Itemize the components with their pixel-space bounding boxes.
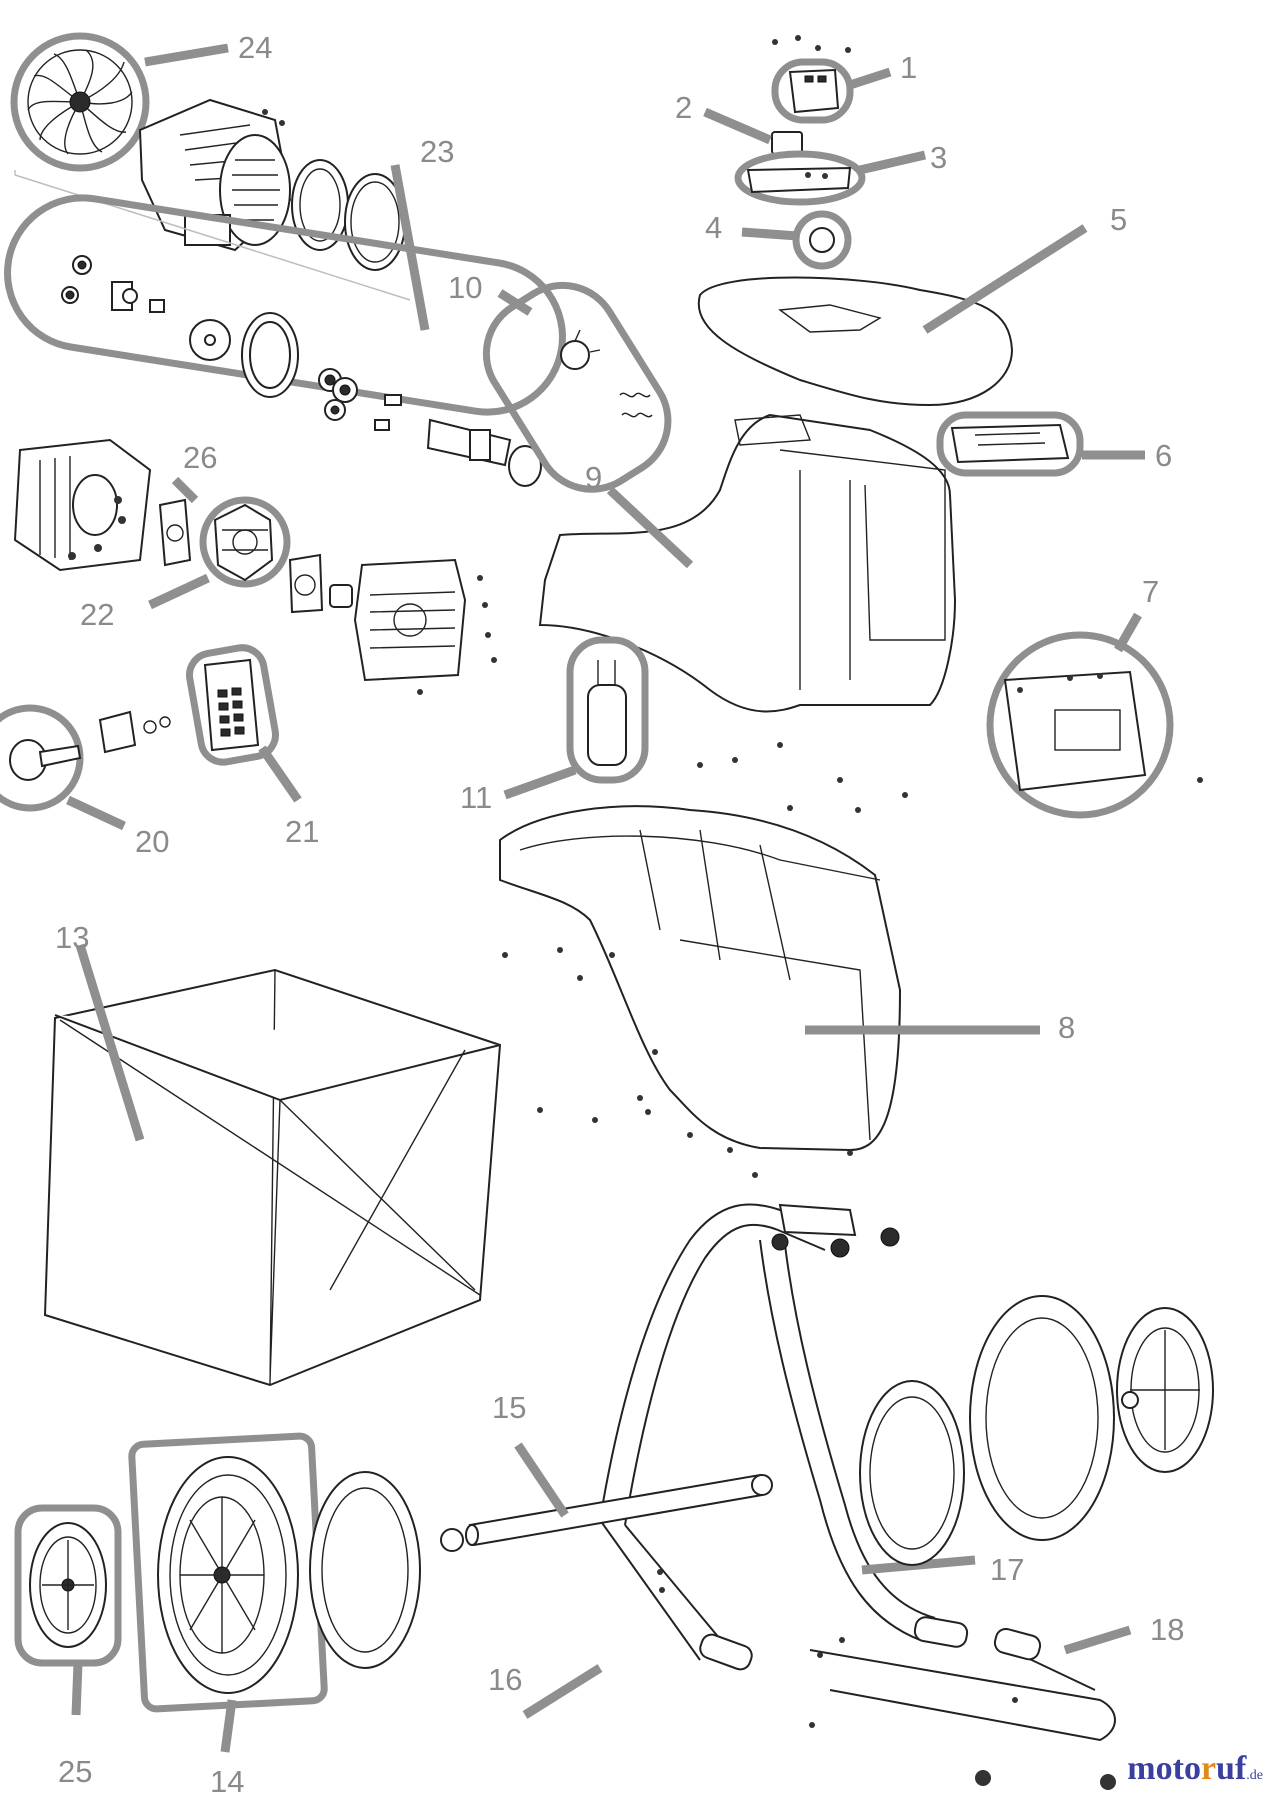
part-7-rear-panel — [986, 612, 1203, 819]
callout-labels: 1 2 3 4 5 6 7 8 9 10 11 13 14 15 16 17 1… — [55, 30, 1184, 1799]
part-26-gasket — [158, 476, 199, 567]
callout-13: 13 — [55, 920, 89, 955]
callout-21: 21 — [285, 814, 319, 849]
part-14-wheel — [128, 1432, 421, 1753]
small-fasteners — [657, 1569, 1116, 1790]
callout-7: 7 — [1142, 574, 1159, 609]
callout-25: 25 — [58, 1754, 92, 1789]
motor-assembly — [14, 98, 411, 301]
right-wheel-assembly — [771, 1227, 1214, 1566]
part-9-upper-housing — [538, 413, 957, 713]
callout-1: 1 — [900, 50, 917, 85]
callout-5: 5 — [1110, 202, 1127, 237]
callout-6: 6 — [1155, 438, 1172, 473]
callout-3: 3 — [930, 140, 947, 175]
part-8-lower-housing — [499, 742, 1040, 1178]
gearbox-housing-right — [288, 553, 497, 695]
callout-2: 2 — [675, 90, 692, 125]
part-22-gear — [148, 496, 291, 610]
callout-15: 15 — [492, 1390, 526, 1425]
callout-14: 14 — [210, 1764, 244, 1799]
part-6-plate — [936, 411, 1145, 477]
part-4-knob — [741, 210, 852, 270]
callout-8: 8 — [1058, 1010, 1075, 1045]
part-20-knob — [0, 704, 126, 831]
gearbox-housing-left — [13, 438, 152, 572]
callout-22: 22 — [80, 597, 114, 632]
part-3-mounting-plate — [734, 150, 927, 206]
callout-24: 24 — [238, 30, 272, 65]
part-23-shaft-kit — [4, 164, 566, 487]
part-21-switch-plate — [98, 644, 302, 803]
callout-4: 4 — [705, 210, 722, 245]
part-25-hubcap — [14, 1504, 122, 1716]
motoruf-watermark-logo: motoruf.de — [1127, 1750, 1263, 1787]
callout-11: 11 — [460, 780, 492, 815]
callout-20: 20 — [135, 824, 169, 859]
part-24-fan — [10, 32, 229, 172]
callout-10: 10 — [448, 270, 482, 305]
part-11-capacitor — [503, 636, 649, 800]
callout-9: 9 — [585, 460, 602, 495]
callout-16: 16 — [488, 1662, 522, 1697]
callout-17: 17 — [990, 1552, 1024, 1587]
part-15-axle — [440, 1442, 773, 1552]
callout-23: 23 — [420, 134, 454, 169]
callout-26: 26 — [183, 440, 217, 475]
part-18-rear-leg — [809, 1625, 1132, 1742]
callout-18: 18 — [1150, 1612, 1184, 1647]
part-10-spring-kit — [482, 281, 672, 493]
part-2-switch-cover — [703, 107, 803, 155]
part-1-switch — [771, 35, 892, 124]
part-13-collection-bag — [43, 943, 502, 1387]
part-5-top-cover — [697, 224, 1088, 407]
